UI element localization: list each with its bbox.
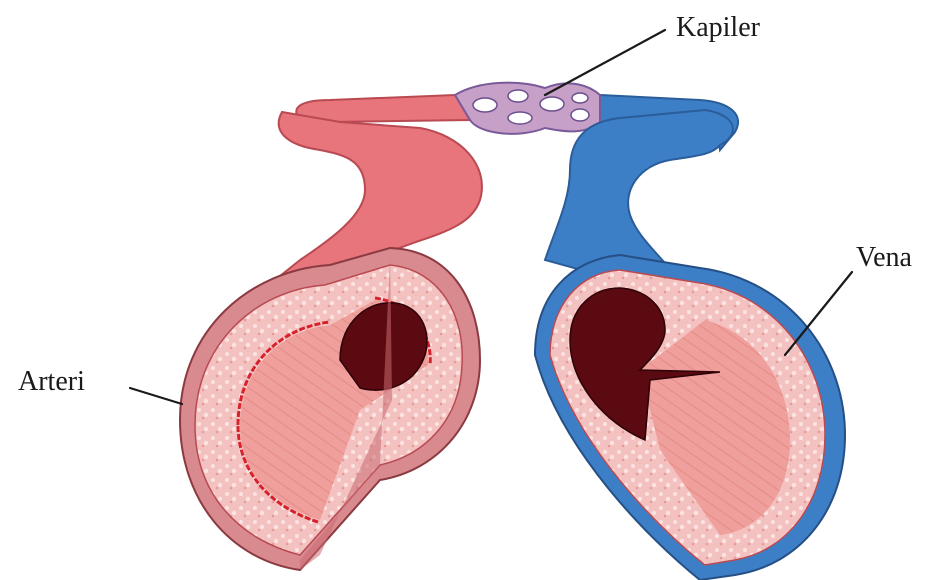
capillary-leader-line (545, 30, 665, 95)
capillary-label: Kapiler (676, 12, 761, 43)
vein-label: Vena (856, 242, 913, 273)
label-group-capillary: Kapiler (545, 12, 761, 95)
label-group-artery: Arteri (18, 366, 182, 404)
artery-vessel (180, 112, 482, 570)
artery-leader-line (130, 388, 182, 404)
artery-label: Arteri (18, 366, 85, 397)
vein-vessel (535, 110, 845, 580)
